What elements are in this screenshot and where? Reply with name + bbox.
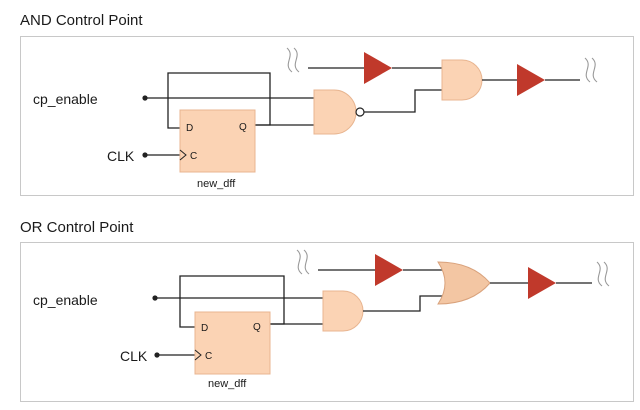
buffer-icon <box>364 52 392 84</box>
d-input-wire <box>167 98 180 129</box>
and-output-wire-2 <box>363 295 444 312</box>
and-section-title: AND Control Point <box>20 12 143 29</box>
break-squiggle-icon-2 <box>296 249 310 275</box>
nand-output-wire <box>364 89 442 113</box>
dff-pin-c: C <box>190 151 197 162</box>
output-break-squiggle-icon-2 <box>596 261 610 287</box>
and-gate-icon-2 <box>322 290 364 332</box>
dff-pin-q-2: Q <box>253 322 261 333</box>
d-input-wire-2 <box>179 298 195 328</box>
clk-label-2: CLK <box>120 348 148 364</box>
dff-pin-q: Q <box>239 122 247 133</box>
output-break-squiggle-icon <box>584 57 598 83</box>
break-squiggle-icon <box>286 47 300 73</box>
cp-enable-label-2: cp_enable <box>33 292 98 308</box>
output-buffer-icon <box>517 64 545 96</box>
dff-pin-d-2: D <box>201 323 208 334</box>
buffer-icon-2 <box>375 254 403 286</box>
dff-block <box>179 109 256 173</box>
or-section-title: OR Control Point <box>20 219 134 236</box>
dff-name: new_dff <box>197 178 236 190</box>
output-buffer-icon-2 <box>528 267 556 299</box>
and-gate-icon <box>441 59 483 101</box>
clock-edge-icon <box>179 149 187 161</box>
cp-enable-label: cp_enable <box>33 91 98 107</box>
dff-name-2: new_dff <box>208 378 247 390</box>
dff-pin-c-2: C <box>205 351 212 362</box>
or-gate-icon <box>437 261 491 305</box>
dff-pin-d: D <box>186 123 193 134</box>
clk-label: CLK <box>107 148 135 164</box>
dff-block-2 <box>194 311 271 375</box>
clock-edge-icon-2 <box>194 349 202 361</box>
